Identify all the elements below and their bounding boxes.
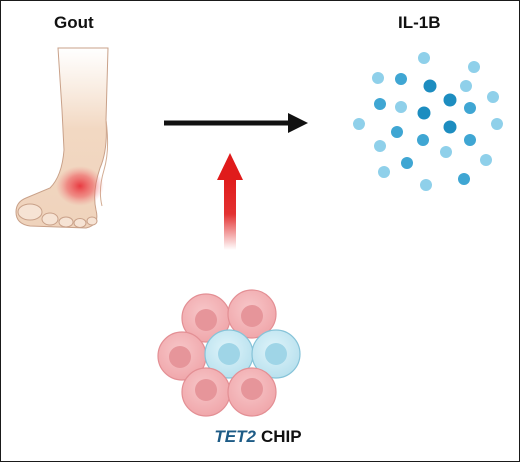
cell <box>227 289 277 339</box>
chip-suffix-label: CHIP <box>260 427 302 446</box>
cell <box>204 329 254 379</box>
cell <box>251 329 301 379</box>
cell-cluster-icon <box>157 289 301 417</box>
gout-to-il1b-arrow <box>164 113 308 133</box>
il1b-label: IL-1B <box>398 13 441 32</box>
cell <box>181 367 231 417</box>
inflamed-foot-icon <box>15 47 109 229</box>
cytokine-particles-icon <box>353 52 503 191</box>
gout-label: Gout <box>54 13 94 32</box>
tet2-gene-label: TET2 <box>214 427 256 446</box>
chip-upregulation-arrow <box>217 153 243 250</box>
cell <box>157 331 207 381</box>
cell <box>227 367 277 417</box>
cell <box>181 293 231 343</box>
